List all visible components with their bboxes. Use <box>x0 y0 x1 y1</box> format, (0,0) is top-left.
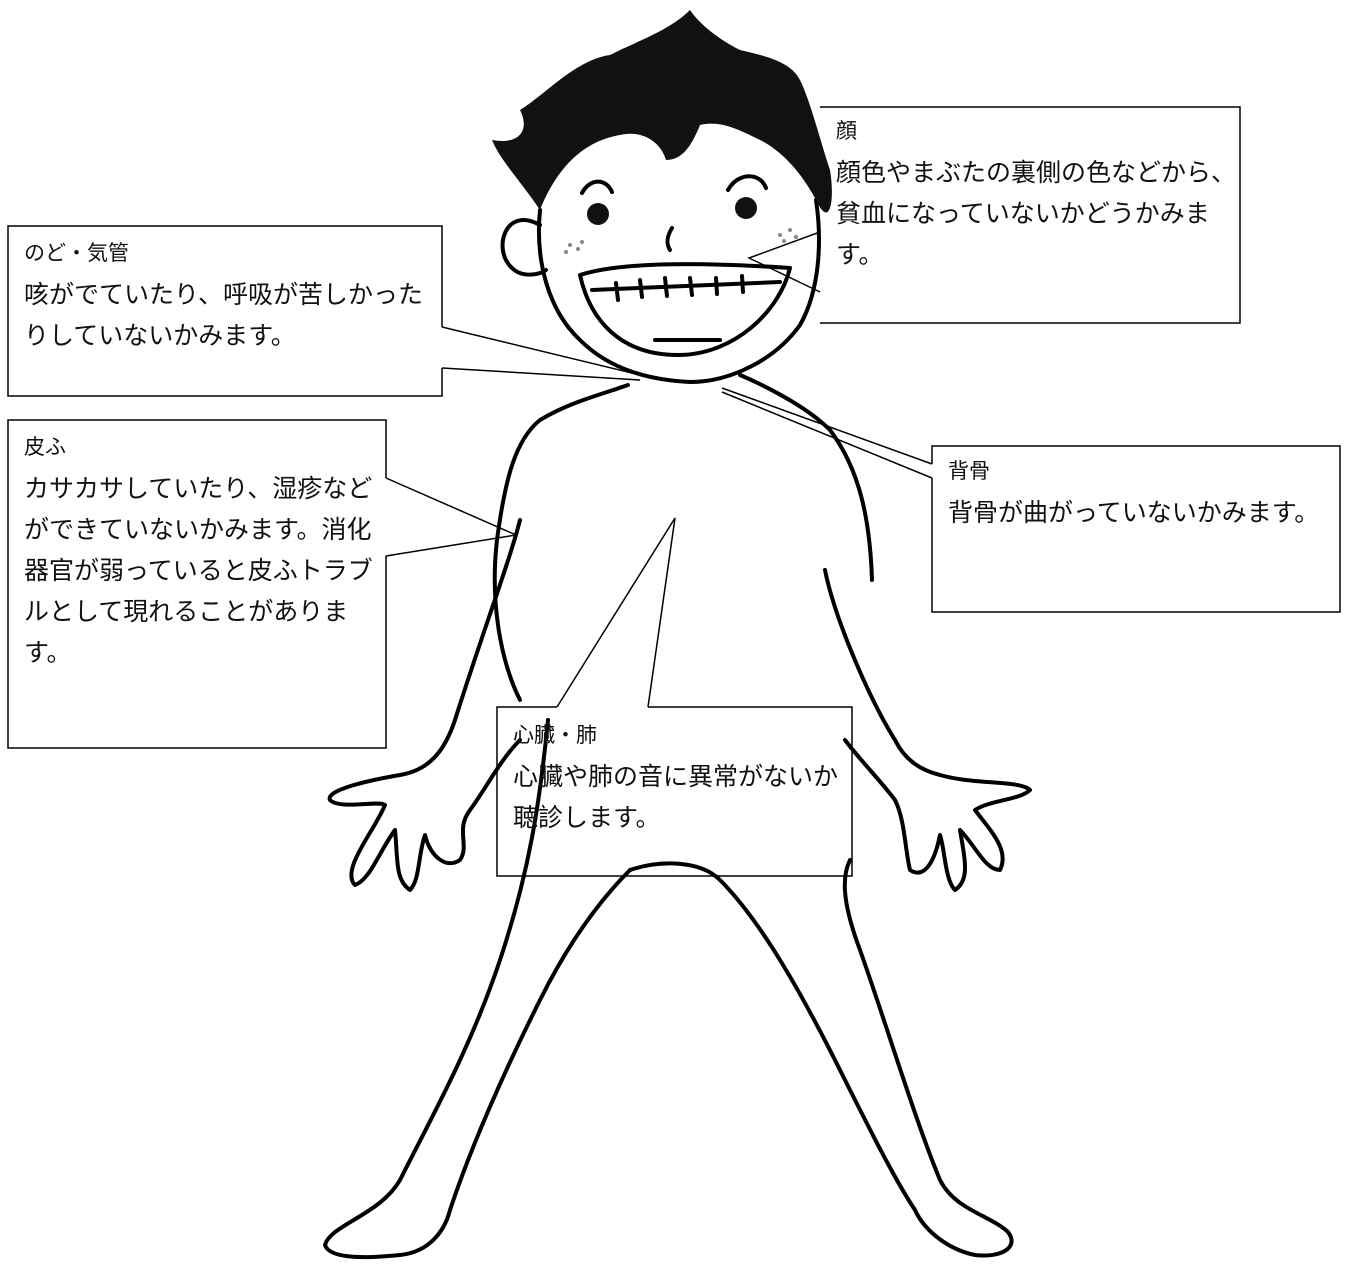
callout-text: 顔色やまぶたの裏側の色などから、貧血になっていないかどうかみます。 <box>836 158 1237 269</box>
callout-spine: 背骨 背骨が曲がっていないかみます。 <box>948 458 1336 533</box>
callout-throat: のど・気管 咳がでていたり、呼吸が苦しかったりしていないかみます。 <box>24 240 439 356</box>
box-spine <box>931 445 1341 613</box>
callout-title: のど・気管 <box>24 241 129 265</box>
left-ear <box>500 218 548 277</box>
left-leg <box>323 718 632 1260</box>
callout-text: 背骨が曲がっていないかみます。 <box>948 498 1320 527</box>
callout-face: 顔 顔色やまぶたの裏側の色などから、貧血になっていないかどうかみます。 <box>836 118 1236 275</box>
pointer-face <box>747 231 821 293</box>
callout-text: カサカサしていたり、湿疹などができていないかみます。消化器官が弱っていると皮ふト… <box>24 474 373 667</box>
box-heart-lungs <box>496 706 853 877</box>
mouth <box>578 262 792 357</box>
right-leg <box>628 858 1014 1258</box>
callout-title: 背骨 <box>948 459 990 483</box>
hair <box>492 10 832 213</box>
torso-outline <box>492 383 630 702</box>
pointer-heart-lungs <box>556 517 676 708</box>
left-arm <box>327 518 522 892</box>
head-outline <box>536 198 821 384</box>
callout-title: 皮ふ <box>24 435 66 459</box>
callout-text: 心臓や肺の音に異常がないか聴診します。 <box>513 762 839 832</box>
callout-title: 心臓・肺 <box>513 723 597 747</box>
callout-text: 咳がでていたり、呼吸が苦しかったりしていないかみます。 <box>24 280 424 350</box>
pointer-spine <box>721 387 933 479</box>
pointer-skin <box>385 477 517 557</box>
box-skin <box>7 419 387 749</box>
box-face <box>820 106 1241 324</box>
pointer-throat <box>441 326 641 381</box>
right-arm <box>823 568 1032 892</box>
callout-title: 顔 <box>836 119 857 143</box>
callout-heart-lungs: 心臓・肺 心臓や肺の音に異常がないか聴診します。 <box>513 722 849 838</box>
callout-skin: 皮ふ カサカサしていたり、湿疹などができていないかみます。消化器官が弱っていると… <box>24 434 382 673</box>
box-throat <box>7 225 443 397</box>
